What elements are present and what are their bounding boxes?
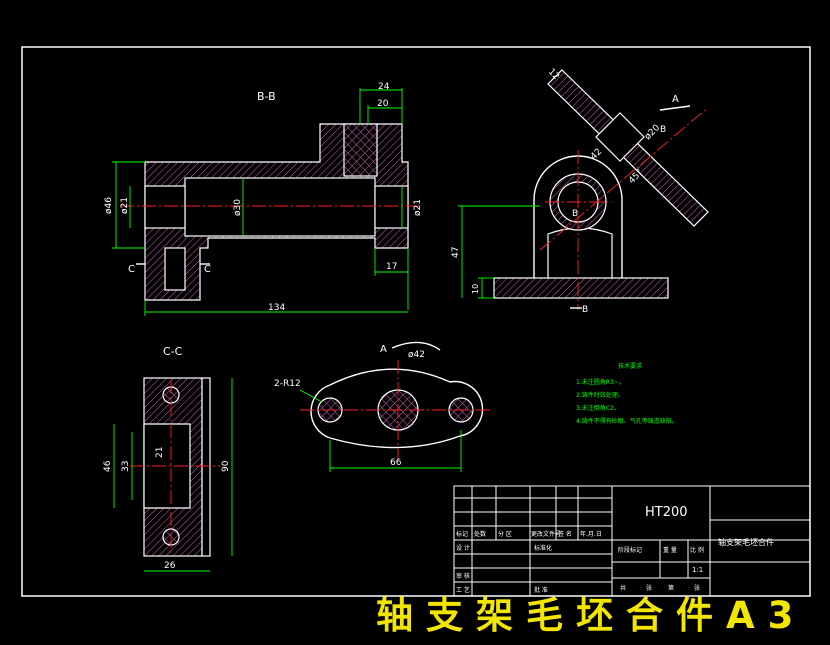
note-3: 3.未注倒角C2。 [576,404,620,412]
marker-c-left: C [128,264,135,275]
tb-sheet-2: 张 [646,584,652,592]
section-view-bb: B-B 24 20 ø46 ø21 ø30 ø21 17 [104,82,423,316]
dim-46-cc: 46 [103,460,113,472]
dim-17: 17 [386,262,397,272]
label-cc: C-C [163,345,183,358]
dim-33: 33 [121,461,131,472]
marker-b-top: B [660,125,666,135]
material-text: HT200 [645,505,688,520]
marker-a-top: A [672,94,679,105]
tb-sheet-1: 共 [620,584,626,592]
bb-bore-left [144,185,186,229]
bb-bore-right [374,185,409,229]
tb-r1-c2: 处数 [474,530,486,538]
arm-hole [595,112,645,162]
bb-boss [343,123,378,177]
dim-42-top: 42 [589,147,604,162]
tb-scale: 比 例 [690,546,704,554]
note-1: 1.未注圆角R3~。 [576,378,625,386]
dim-30: ø30 [233,199,243,216]
tb-r1-c4: 更改文件号 [531,530,561,538]
tb-r4-c1: 工 艺 [456,586,470,594]
dim-21-cc: 21 [155,447,165,458]
label-bb: B-B [257,90,276,103]
dim-90: 90 [221,460,231,472]
tb-r1-c1: 标记 [456,530,468,538]
tb-sheet-3: 第 [668,584,674,592]
dim-21-right: ø21 [413,199,423,216]
dim-66: 66 [390,458,402,468]
part-name-text: 轴支架毛坯合件 [718,537,774,547]
dim-10: 10 [471,284,480,294]
drawing-frame [21,46,811,597]
dim-42-plan: ø42 [408,350,425,360]
tb-sheet-4: 张 [694,584,700,592]
tb-scale-value: 1:1 [692,566,703,574]
dim-20: 20 [377,99,389,109]
dim-24: 24 [378,82,390,92]
dim-21-left: ø21 [120,197,130,214]
plan-outline [310,368,484,449]
tb-r4-c2: 批 准 [534,586,548,594]
dim-46: ø46 [104,197,114,214]
notes-title: 技术要求 [618,362,642,370]
title-block [453,485,811,597]
tb-stage: 阶段标记 [618,546,642,554]
note-2: 2.铸件时效处理。 [576,391,624,399]
marker-b-bottom: B [582,305,588,315]
base-plate [493,277,669,299]
marker-c-right: C [204,264,211,275]
banner-title: 轴支架毛坯合件A3 [376,594,807,637]
marker-b-center: B [572,209,578,219]
technical-notes: 技术要求 1.未注圆角R3~。 2.铸件时效处理。 3.未注倒角C2。 4.铸件… [576,362,678,425]
tb-r1-c6: 年.月.日 [580,530,602,538]
plan-view: A ø42 2-R12 66 [274,341,490,472]
bb-bore [184,177,376,237]
tb-r3-c1: 审 核 [456,572,470,580]
tb-r2-c1: 设 计 [456,544,470,552]
marker-a-plan: A [380,344,387,355]
section-view-cc: C-C 46 33 21 90 26 [103,345,233,572]
tb-weight: 重 量 [663,546,677,554]
tb-r1-c3: 分 区 [498,530,512,538]
dim-134: 134 [268,303,285,313]
side-view: 12 ø20 42 45° 47 10 A B B B [451,67,709,315]
note-4: 4.铸件不得有砂眼、气孔等铸造缺陷。 [576,417,678,425]
tb-r1-c5: 签 名 [558,530,572,538]
bb-pocket [164,247,186,291]
tb-r2-c2: 标准化 [534,544,552,552]
dim-47: 47 [451,247,461,258]
dim-2r12: 2-R12 [274,379,301,389]
dim-26: 26 [164,561,176,571]
